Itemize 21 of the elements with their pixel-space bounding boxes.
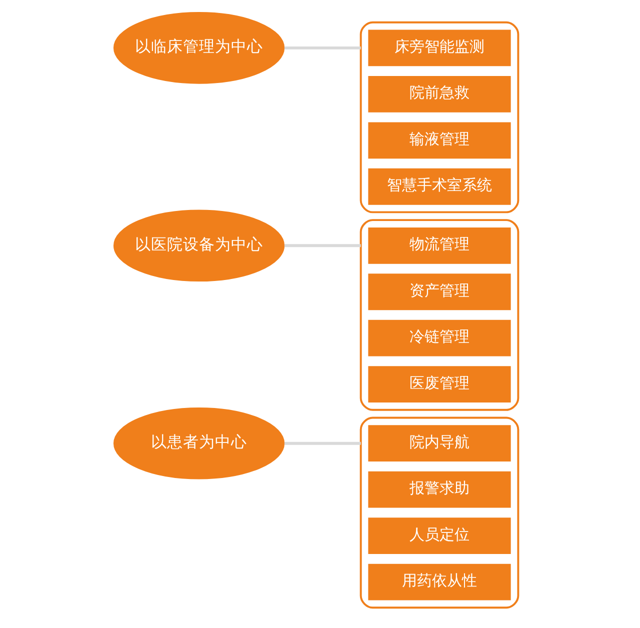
node-box: 医废管理 <box>368 366 511 403</box>
connector <box>284 442 361 445</box>
node-box: 报警求助 <box>368 471 511 508</box>
node-box: 输液管理 <box>368 122 511 159</box>
node-box: 物流管理 <box>368 227 511 264</box>
node-box: 院内导航 <box>368 425 511 462</box>
node-ellipse: 以患者为中心 <box>113 407 285 480</box>
node-ellipse: 以医院设备为中心 <box>113 210 285 282</box>
node-box: 冷链管理 <box>368 320 511 356</box>
cluster <box>360 21 520 214</box>
connector <box>284 46 361 50</box>
node-box: 用药依从性 <box>368 564 511 600</box>
connector <box>284 244 361 248</box>
node-box: 人员定位 <box>368 518 511 554</box>
cluster <box>360 219 520 411</box>
node-box: 资产管理 <box>368 274 511 310</box>
node-box: 智慧手术室系统 <box>368 168 511 205</box>
node-box: 床旁智能监测 <box>368 30 511 66</box>
node-box: 院前急救 <box>368 76 511 112</box>
cluster <box>360 416 520 609</box>
node-ellipse: 以临床管理为中心 <box>113 12 285 84</box>
